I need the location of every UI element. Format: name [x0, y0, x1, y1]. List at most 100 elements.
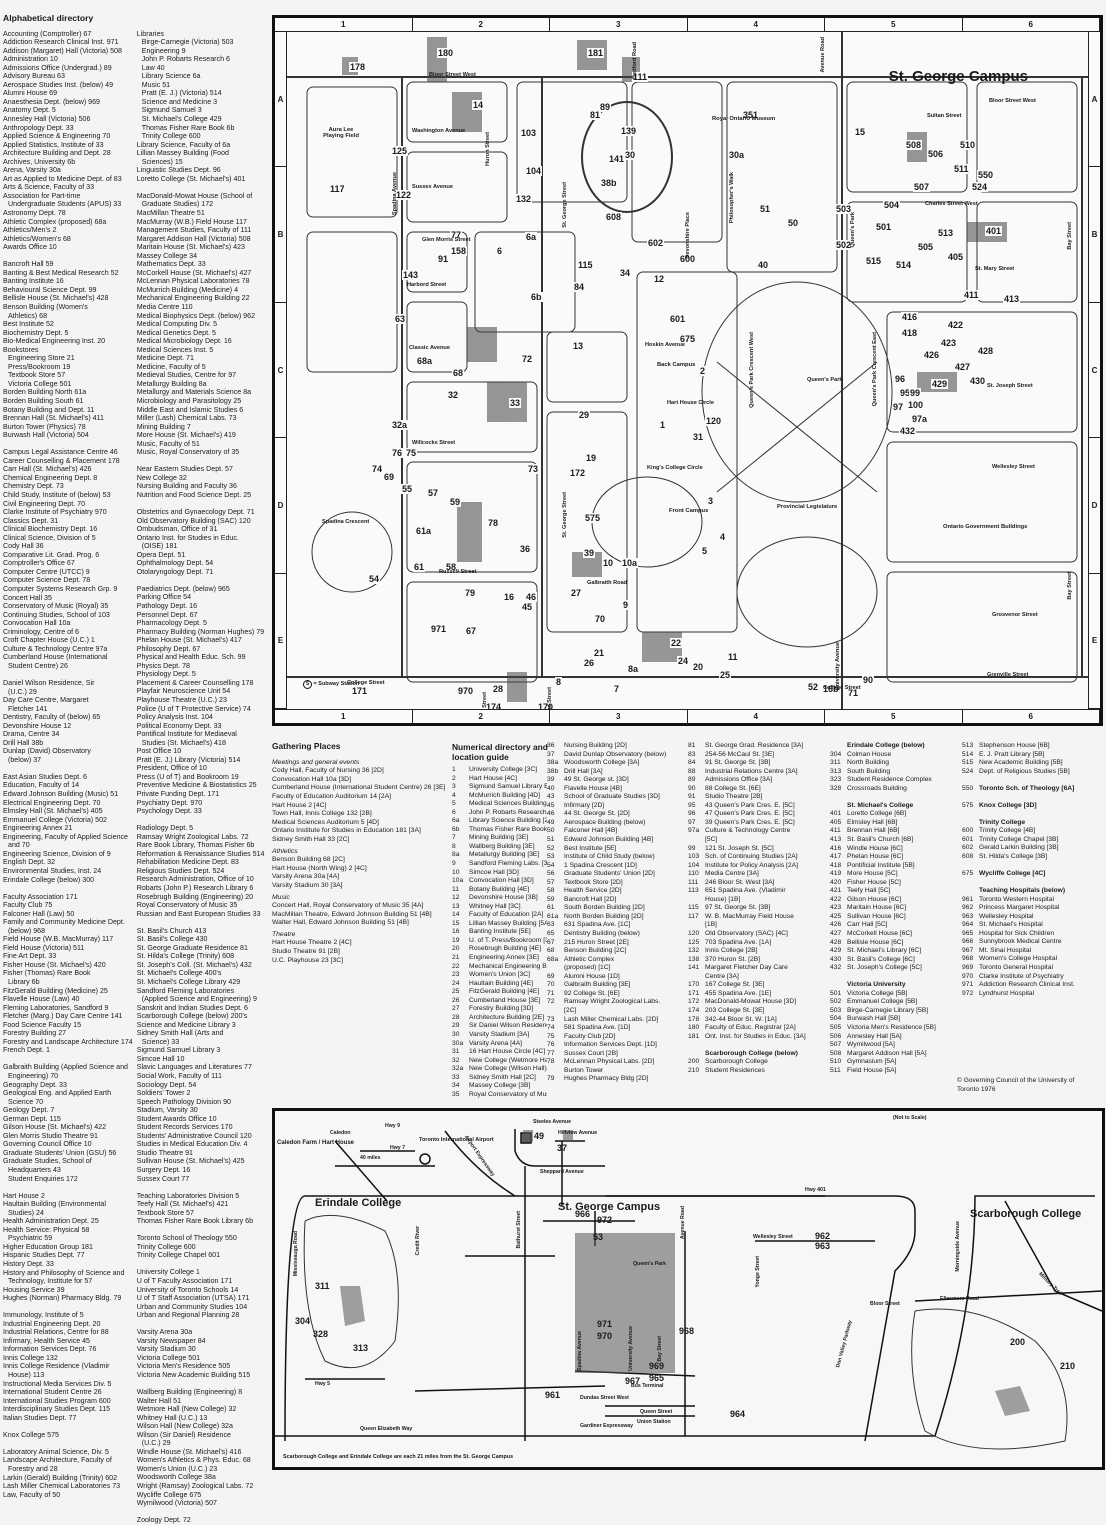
building-number-57[interactable]: 57: [427, 488, 440, 498]
building-number-69[interactable]: 69: [383, 472, 396, 482]
building-number-96[interactable]: 96: [894, 374, 907, 384]
building-number-6b[interactable]: 6b: [530, 292, 543, 302]
building-number-502[interactable]: 502: [835, 240, 853, 250]
building-number-12[interactable]: 12: [653, 274, 666, 284]
building-number-601[interactable]: 601: [669, 314, 687, 324]
building-number-6a[interactable]: 6a: [525, 232, 538, 242]
building-number-10[interactable]: 10: [602, 558, 615, 568]
building-number-11[interactable]: 11: [727, 652, 739, 662]
building-number-75[interactable]: 75: [405, 448, 418, 458]
building-number-21[interactable]: 21: [593, 648, 606, 658]
building-number-180[interactable]: 180: [437, 48, 455, 58]
building-number-428[interactable]: 428: [977, 346, 995, 356]
building-number-139[interactable]: 139: [620, 126, 638, 136]
building-number-61a[interactable]: 61a: [415, 526, 433, 536]
building-number-170[interactable]: 170: [537, 702, 555, 709]
building-number-15[interactable]: 15: [854, 127, 867, 137]
building-number-120[interactable]: 120: [705, 416, 723, 426]
building-number-52[interactable]: 52: [807, 682, 820, 692]
building-number-24[interactable]: 24: [677, 656, 690, 666]
building-number-51[interactable]: 51: [759, 204, 772, 214]
building-number-416[interactable]: 416: [901, 312, 919, 322]
building-number-501[interactable]: 501: [875, 222, 893, 232]
building-number-61[interactable]: 61: [413, 562, 426, 572]
building-number-158[interactable]: 158: [450, 246, 468, 256]
building-number-971[interactable]: 971: [430, 624, 448, 634]
building-number-172[interactable]: 172: [569, 468, 587, 478]
building-number-141[interactable]: 141: [608, 154, 626, 164]
building-number-32[interactable]: 32: [447, 390, 460, 400]
building-number-513[interactable]: 513: [937, 228, 955, 238]
building-number-72[interactable]: 72: [521, 354, 534, 364]
building-number-68[interactable]: 68: [452, 368, 465, 378]
building-number-514[interactable]: 514: [895, 260, 913, 270]
building-number-511[interactable]: 511: [953, 164, 970, 174]
building-number-31[interactable]: 31: [692, 432, 705, 442]
building-number-423[interactable]: 423: [940, 338, 958, 348]
building-number-55[interactable]: 55: [401, 484, 414, 494]
building-number-30a[interactable]: 30a: [728, 150, 746, 160]
building-number-405[interactable]: 405: [947, 252, 965, 262]
building-number-29[interactable]: 29: [578, 410, 591, 420]
building-number-81[interactable]: 81: [589, 110, 602, 120]
building-number-608[interactable]: 608: [605, 212, 623, 222]
regional-map[interactable]: (Not to Scale) Erindale College St. Geor…: [272, 1108, 1105, 1470]
building-number-76[interactable]: 76: [391, 448, 404, 458]
building-number-143[interactable]: 143: [402, 270, 420, 280]
building-number-50[interactable]: 50: [787, 218, 800, 228]
building-number-39[interactable]: 39: [583, 548, 596, 558]
building-number-70[interactable]: 70: [594, 614, 607, 624]
building-number-418[interactable]: 418: [901, 328, 919, 338]
building-number-32a[interactable]: 32a: [391, 420, 409, 430]
building-number-970[interactable]: 970: [457, 686, 475, 696]
building-number-171[interactable]: 171: [351, 686, 369, 696]
building-number-550[interactable]: 550: [977, 170, 995, 180]
building-number-506[interactable]: 506: [927, 149, 945, 159]
building-number-111[interactable]: 111: [632, 72, 649, 82]
building-number-125[interactable]: 125: [391, 146, 409, 156]
building-number-16[interactable]: 16: [503, 592, 516, 602]
building-number-58[interactable]: 58: [445, 562, 458, 572]
building-number-507[interactable]: 507: [913, 182, 931, 192]
building-number-20[interactable]: 20: [692, 662, 705, 672]
building-number-122[interactable]: 122: [395, 190, 413, 200]
building-number-181[interactable]: 181: [587, 48, 605, 58]
building-number-59[interactable]: 59: [449, 497, 462, 507]
building-number-115[interactable]: 115: [577, 260, 594, 270]
building-number-1[interactable]: 1: [659, 420, 667, 430]
building-number-524[interactable]: 524: [971, 182, 989, 192]
building-number-103[interactable]: 103: [520, 128, 538, 138]
building-number-8a[interactable]: 8a: [627, 664, 640, 674]
building-number-117[interactable]: 117: [329, 184, 346, 194]
building-number-67[interactable]: 67: [465, 626, 478, 636]
building-number-91[interactable]: 91: [437, 254, 450, 264]
building-number-2[interactable]: 2: [699, 366, 707, 376]
building-number-27[interactable]: 27: [570, 588, 583, 598]
building-number-351[interactable]: 351: [742, 110, 760, 120]
building-number-675[interactable]: 675: [679, 334, 697, 344]
building-number-34[interactable]: 34: [619, 268, 632, 278]
building-number-505[interactable]: 505: [917, 242, 935, 252]
building-number-19[interactable]: 19: [585, 453, 598, 463]
building-number-90[interactable]: 90: [862, 675, 875, 685]
building-number-79[interactable]: 79: [464, 588, 477, 598]
building-number-503[interactable]: 503: [835, 204, 853, 214]
building-number-575[interactable]: 575: [584, 513, 602, 523]
building-number-401[interactable]: 401: [985, 226, 1003, 236]
building-number-430[interactable]: 430: [969, 376, 987, 386]
building-number-9[interactable]: 9: [622, 600, 630, 610]
building-number-22[interactable]: 22: [670, 638, 683, 648]
building-number-74[interactable]: 74: [371, 464, 384, 474]
building-number-600[interactable]: 600: [679, 254, 697, 264]
building-number-6[interactable]: 6: [496, 246, 504, 256]
building-number-178[interactable]: 178: [349, 62, 367, 72]
building-number-508[interactable]: 508: [905, 140, 923, 150]
building-number-97[interactable]: 97: [892, 402, 905, 412]
building-number-10a[interactable]: 10a: [621, 558, 639, 568]
building-number-28[interactable]: 28: [492, 684, 505, 694]
building-number-14[interactable]: 14: [472, 100, 485, 110]
building-number-77[interactable]: 77: [450, 230, 463, 240]
building-number-432[interactable]: 432: [899, 426, 917, 436]
building-number-100[interactable]: 100: [907, 400, 925, 410]
